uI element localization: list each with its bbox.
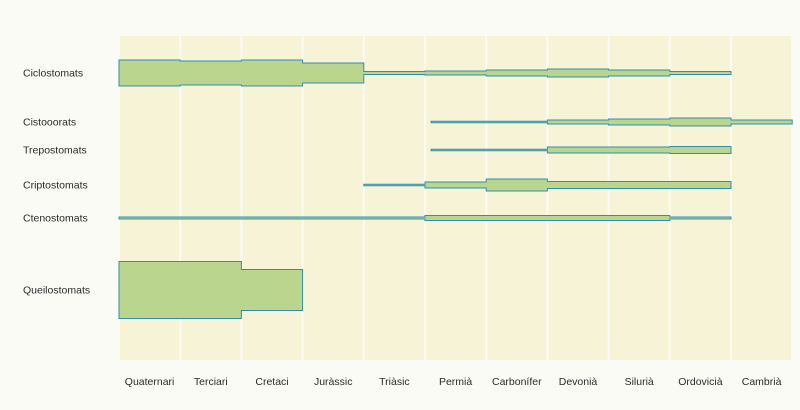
- group-label: Ciclostomats: [23, 68, 83, 80]
- period-label: Triàsic: [379, 376, 410, 388]
- group-label: Ctenostomats: [23, 213, 88, 225]
- period-label: Ordovicià: [678, 376, 723, 388]
- group-band: [430, 117, 793, 127]
- period-label: Terciari: [194, 376, 228, 388]
- period-label: Permià: [439, 376, 472, 388]
- period-label: Silurià: [625, 376, 654, 388]
- period-column: [609, 36, 669, 360]
- period-label: Cretaci: [255, 376, 288, 388]
- group-label: Queilostomats: [23, 285, 90, 297]
- period-label: Cambrià: [742, 376, 782, 388]
- group-label: Trepostomats: [23, 145, 87, 157]
- group-band: [118, 215, 732, 221]
- group-band: [363, 178, 732, 192]
- period-columns: [120, 36, 792, 360]
- group-band: [430, 146, 732, 154]
- group-label: Criptostomats: [23, 180, 88, 192]
- period-column: [364, 36, 424, 360]
- period-label: Juràssic: [314, 376, 353, 388]
- period-labels: Quaternari Terciari Cretaci Juràssic Triàsic…: [125, 376, 782, 388]
- group-bands: [118, 59, 793, 319]
- period-label: Carbonífer: [492, 376, 542, 388]
- group-label: Cistooorats: [23, 117, 76, 129]
- period-column: [732, 36, 792, 360]
- group-labels: CiclostomatsCistoooratsTrepostomatsCript…: [23, 68, 90, 297]
- period-column: [487, 36, 547, 360]
- period-column: [426, 36, 486, 360]
- period-column: [303, 36, 363, 360]
- group-band: [118, 261, 304, 319]
- period-label: Devonià: [559, 376, 598, 388]
- period-label: Quaternari: [125, 376, 175, 388]
- period-column: [670, 36, 730, 360]
- period-column: [548, 36, 608, 360]
- group-band: [118, 59, 732, 87]
